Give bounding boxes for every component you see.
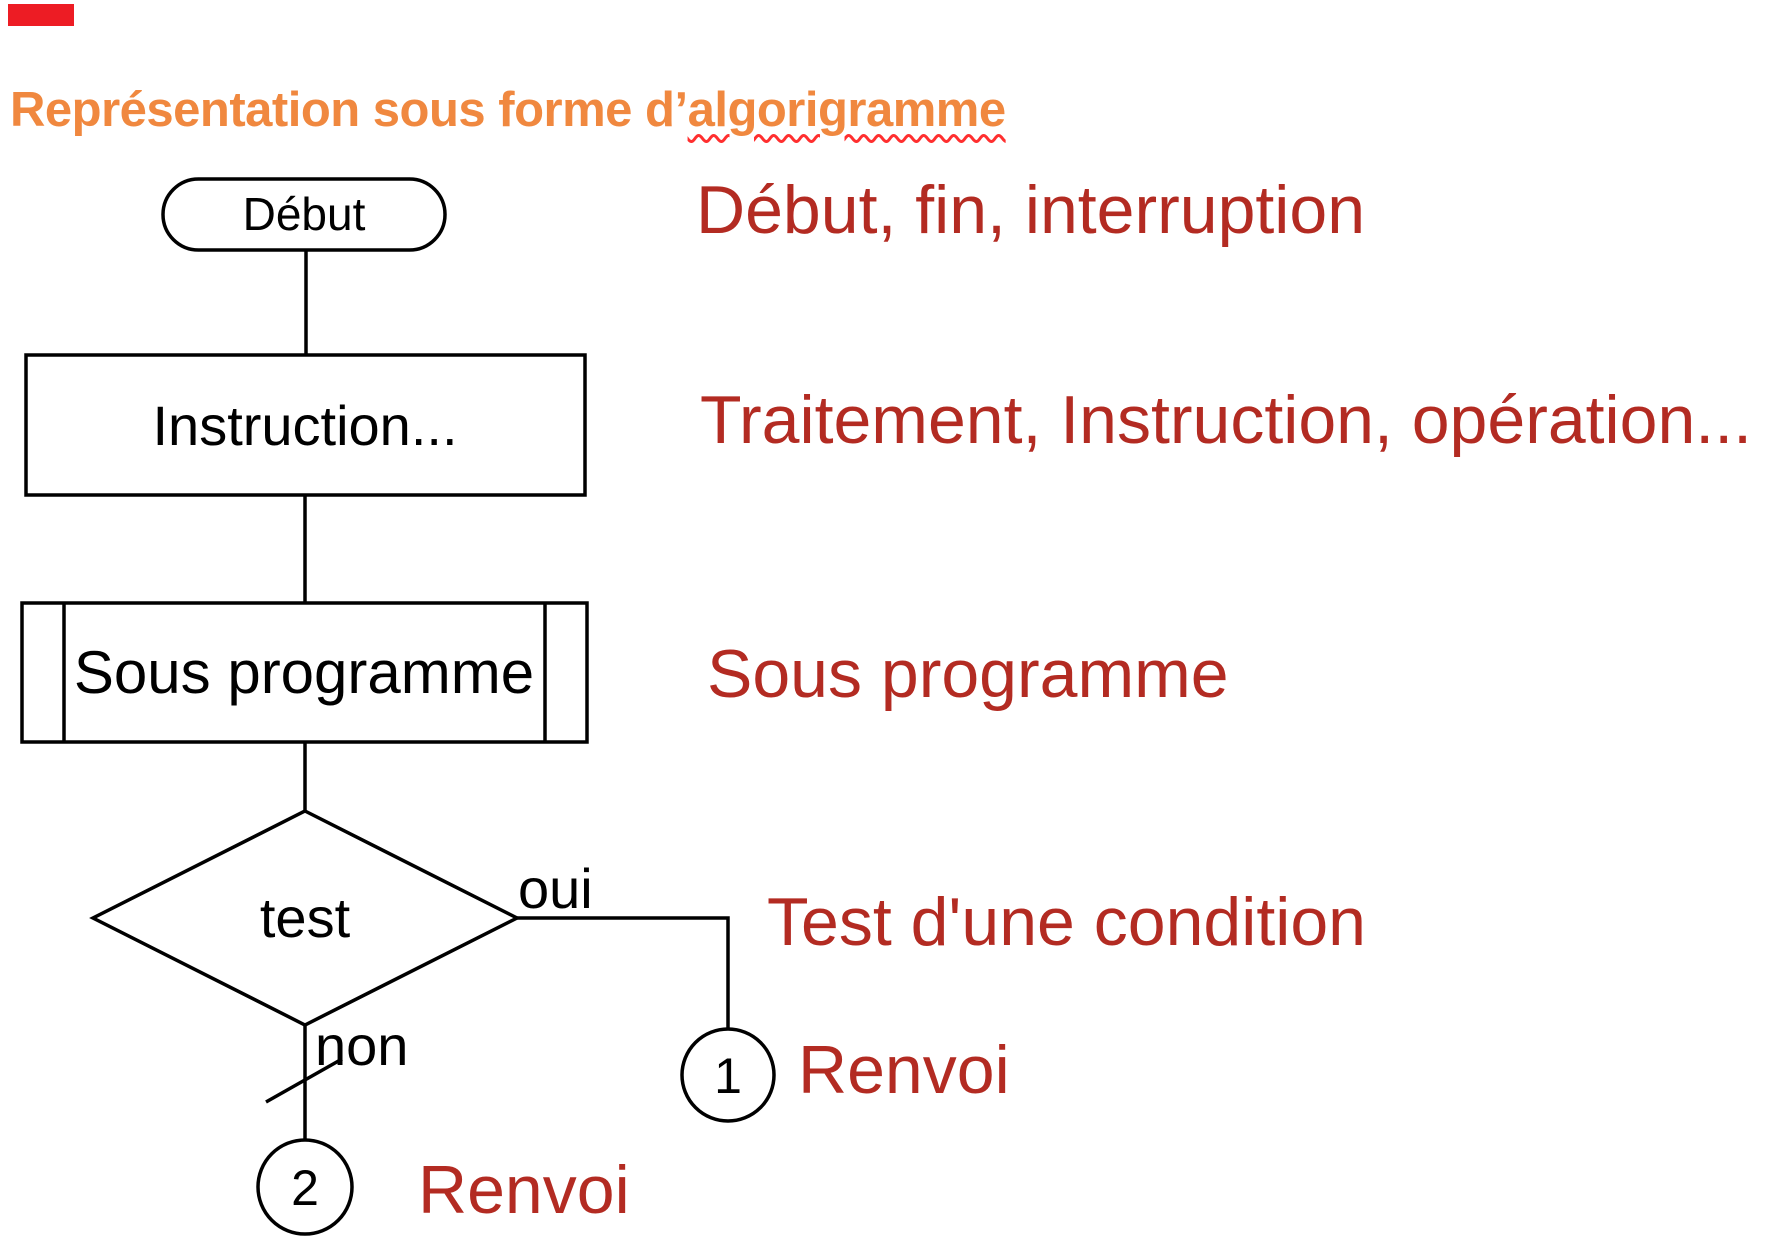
page-title-spellcheck-word: algorigramme <box>687 83 1007 137</box>
yes-branch-label: oui <box>518 857 593 920</box>
offpage-connector-1-label: 1 <box>714 1048 742 1104</box>
start-terminator-shape <box>161 177 447 252</box>
annotation-terminator: Début, fin, interruption <box>696 172 1366 248</box>
annotation-renvoi-1: Renvoi <box>798 1032 1010 1108</box>
annotation-subroutine: Sous programme <box>707 636 1229 712</box>
start-terminator-label: Début <box>243 188 366 240</box>
annotation-renvoi-2: Renvoi <box>418 1152 630 1228</box>
page-title: Représentation sous forme d’algorigramme <box>10 83 1007 138</box>
decision-label: test <box>260 886 351 949</box>
no-branch-label: non <box>315 1014 408 1077</box>
offpage-connector-1-circle <box>680 1027 776 1123</box>
process-box-shape <box>24 353 587 497</box>
process-box-label: Instruction... <box>152 394 457 457</box>
annotation-process: Traitement, Instruction, opération... <box>700 382 1752 458</box>
yes-branch-line <box>517 916 730 1028</box>
annotation-decision: Test d'une condition <box>767 884 1366 960</box>
break-slash-line <box>265 1057 343 1104</box>
offpage-connector-2-label: 2 <box>291 1160 319 1216</box>
corner-red-bar <box>8 4 74 26</box>
subroutine-box-label: Sous programme <box>74 639 534 706</box>
offpage-connector-2-circle <box>256 1138 354 1236</box>
page-title-prefix: Représentation sous forme d’ <box>10 83 688 137</box>
subroutine-box-shape <box>20 601 589 744</box>
